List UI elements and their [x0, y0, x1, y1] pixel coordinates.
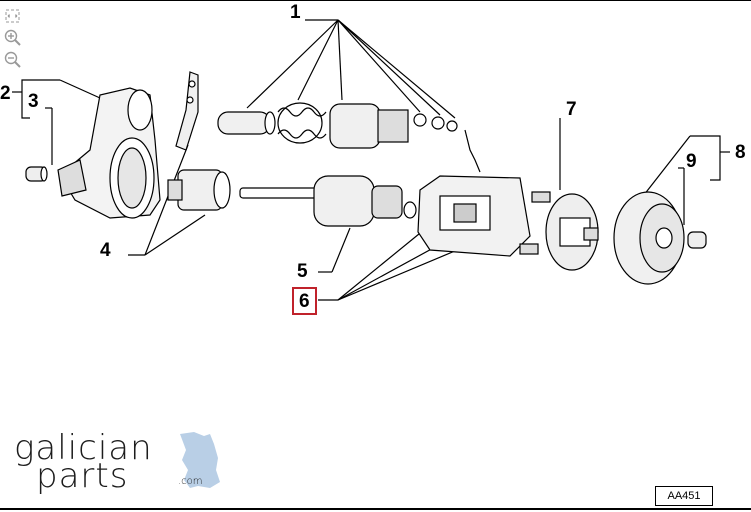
bottom-border: [0, 508, 751, 510]
fit-view-icon[interactable]: [3, 6, 23, 26]
callout-8[interactable]: 8: [735, 142, 746, 163]
zoom-in-icon[interactable]: [3, 28, 23, 48]
callout-3[interactable]: 3: [28, 91, 39, 112]
leader-line-5: [318, 227, 351, 273]
solenoid-1: [217, 102, 458, 149]
top-border: [0, 0, 751, 1]
galicianparts-logo[interactable]: galician parts .com: [14, 428, 224, 498]
pinion-drive-4: [167, 71, 231, 211]
logo-text-line2: parts: [36, 456, 129, 496]
diagram-reference-code: AA451: [655, 486, 713, 506]
end-cover-8: [613, 191, 685, 285]
field-coil-6: [417, 129, 551, 257]
brush-holder-7: [545, 193, 599, 271]
bush-9: [687, 231, 707, 249]
zoom-toolbar: [3, 6, 27, 72]
callout-7[interactable]: 7: [566, 99, 577, 120]
zoom-out-icon[interactable]: [3, 50, 23, 70]
leader-lines-4: [128, 144, 206, 256]
logo-text-suffix: .com: [178, 476, 203, 487]
bush-3: [25, 166, 48, 182]
bracket-8: [639, 135, 730, 225]
logo-text-line1: galician: [14, 428, 153, 468]
callout-2[interactable]: 2: [0, 83, 11, 104]
callout-9[interactable]: 9: [686, 151, 697, 172]
galicia-map-icon: [180, 432, 220, 488]
leader-lines-1: [246, 19, 456, 119]
armature-5: [239, 175, 417, 227]
callout-1[interactable]: 1: [290, 2, 301, 23]
callout-4[interactable]: 4: [100, 240, 111, 261]
bracket-2: [12, 79, 101, 165]
callout-6-selected[interactable]: 6: [292, 287, 317, 315]
drive-end-housing: [57, 87, 161, 219]
callout-5[interactable]: 5: [297, 261, 308, 282]
